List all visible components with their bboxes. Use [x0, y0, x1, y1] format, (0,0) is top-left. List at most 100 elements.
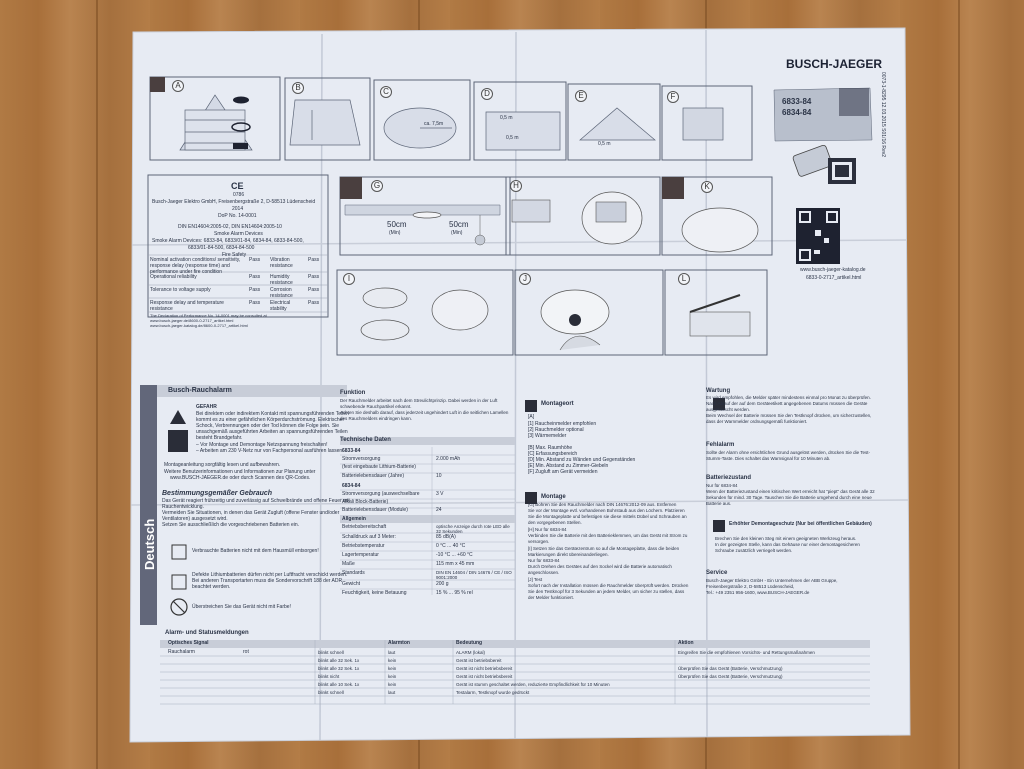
montageort-item: [B] Max. Raumhöhe — [528, 445, 573, 451]
alarm-table-cell: kein — [388, 674, 397, 679]
service-text: Tel.: +49 2351 956-1600, www.BUSCH-JAEGE… — [706, 590, 810, 595]
dop-cell: Response delay and temperature resistanc… — [150, 300, 224, 312]
tech-value: 15 % ... 95 % rel — [436, 590, 473, 596]
tech-key: Maße — [342, 561, 355, 567]
dop-cell: Pass — [308, 287, 320, 293]
montage-text: Sofort nach der Installation müssen die … — [528, 583, 689, 588]
montage-text: [J] Test — [528, 577, 543, 582]
dop-footer: www.busch-jaeger-katalog.de/8600-0-2717_… — [150, 323, 248, 328]
montageort-item: [F] Zugluft am Gerät vermeiden — [528, 469, 598, 475]
montage-text: Sie den Testknopf für 3 Sekunden an jede… — [528, 589, 685, 594]
alarm-table-cell: kein — [388, 666, 397, 671]
service-text: Freisenbergstraße 2, D-58513 Lüdenscheid… — [706, 584, 795, 589]
alarm-table-cell: Gerät ist betriebsbereit — [456, 658, 502, 663]
montage-title: Montage — [541, 494, 566, 500]
alarm-table-cell: Eingreifen Sie die empfohlenen Vorsichts… — [678, 650, 815, 655]
dop-footer: The Declaration of Performance No. 14-00… — [150, 313, 267, 318]
fehlalarm-title: Fehlalarm — [706, 442, 735, 448]
montage-text: Sie die Montageplatte und befestigen sie… — [528, 514, 687, 519]
warning-text: beachtet werden. — [192, 584, 231, 590]
montage-text: Markierungen direkt übereinanderliegen. — [528, 552, 609, 557]
tech-key: Standards — [342, 570, 365, 576]
demontage-text: Brechen Sie den kleinen Steg mit einem g… — [715, 536, 857, 541]
panel-label: E — [575, 90, 587, 102]
dop-cell: Operational reliability — [150, 274, 197, 280]
alarm-table-cell: blinkt nicht — [318, 674, 340, 679]
montage-text: Nur für 6833-84 — [528, 558, 560, 563]
dop-cell: Nominal activation conditions/ sensitivi… — [150, 257, 241, 275]
wartung-text: Es wird empfohlen, die Melder später min… — [706, 395, 871, 400]
declaration-code: 0786 — [233, 192, 245, 198]
montageort-item: [3] Wärmemelder — [528, 433, 567, 439]
dop-cell: Humidity resistance — [270, 274, 293, 286]
batterie-text: Nur für 6834-84 — [706, 483, 738, 488]
wartung-text: Beim Wechsel der Batterie müssen Sie den… — [706, 413, 872, 418]
usage-text: Ventilatoren) ausgesetzt wird. — [162, 516, 228, 522]
montage-text: der Melder funktioniert. — [528, 595, 575, 600]
tech-key: (fest eingebaute Lithium-Batterie) — [342, 464, 416, 470]
alarm-table-cell: blinkt alle 32 Sek. 1x — [318, 666, 360, 671]
warning-text: Überstreichen Sie das Gerät nicht mit Fa… — [192, 604, 291, 610]
declaration-line: Fire Safety — [222, 252, 247, 258]
batterie-text: Batterie aus. — [706, 501, 732, 506]
tech-value: 85 dB(A) — [436, 534, 456, 540]
dimension-label: 50cm — [387, 220, 407, 229]
alarm-table-cell: blinkt schnell — [318, 650, 344, 655]
tech-value: DIN EN 14604 / DIN 14676 / CE / ISO 9001… — [436, 570, 512, 581]
alarm-row-color: rot — [243, 649, 249, 655]
warning-text: Defekte Lithiumbatterien dürfen nicht pe… — [192, 572, 348, 578]
danger-text: Bei direktem oder indirektem Kontakt mit… — [196, 411, 349, 417]
tech-value: optische Anzeige durch rote LED alle 32 … — [436, 524, 510, 535]
alarm-table-header: Aktion — [678, 640, 694, 646]
wartung-text: dass der Warnmelder ordnungsgemäß funkti… — [706, 419, 808, 424]
dop-cell: Pass — [308, 257, 320, 263]
alarm-table-cell: Überprüfen Sie das Gerät (Batterie, Vers… — [678, 666, 783, 671]
dop-cell: Tolerance to voltage supply — [150, 287, 211, 293]
alarm-table-cell: laut — [388, 650, 396, 655]
panel-label: A — [172, 80, 184, 92]
language-tab: Deutsch — [142, 518, 157, 570]
declaration-line: 6833/01-84-500, 6834-84-500 — [188, 245, 255, 251]
danger-text: kommt es zu einer gefährlichen Körperdur… — [196, 417, 345, 423]
service-title: Service — [706, 570, 728, 576]
tech-value: 200 g — [436, 581, 449, 587]
dop-cell: Corrosion resistance — [270, 287, 293, 299]
demontage-title: Erhöhter Demontageschutz (Nur bei öffent… — [729, 521, 872, 527]
tech-value: 24 — [436, 507, 442, 513]
tech-value: 115 mm x 45 mm — [436, 561, 475, 567]
montageort-item: [1] Raucheinmelder empfohlen — [528, 421, 597, 427]
tech-value: 2.000 mAh — [436, 456, 461, 462]
alarm-table-cell: kein — [388, 658, 397, 663]
tech-key: Betriebstemperatur — [342, 543, 385, 549]
dop-cell: Pass — [308, 274, 320, 280]
tech-key: Batterielebensdauer (Module) — [342, 507, 408, 513]
alarm-table-title: Alarm- und Statusmeldungen — [165, 630, 249, 636]
alarm-table-cell: kein — [388, 682, 397, 687]
panel-label: H — [510, 180, 522, 192]
dop-cell: Pass — [249, 287, 261, 293]
panel-label: C — [380, 86, 392, 98]
function-text: des Rauchmelders eindringen kann. — [340, 416, 413, 421]
danger-title: GEFAHR — [196, 404, 217, 410]
montage-text: [I] Setzen Sie das Gerätezentrum so auf … — [528, 546, 680, 551]
usage-text: Vermeiden Sie Situationen, in denen das … — [162, 510, 340, 516]
plank-seam — [958, 0, 960, 769]
montageort-item: [E] Min. Abstand zu Zimmer-Giebeln — [528, 463, 609, 469]
panel-label: L — [678, 273, 690, 285]
declaration-line: 2014 — [232, 206, 244, 212]
bullet-item: Montageanleitung sorgfältig lesen und au… — [164, 462, 281, 468]
tech-key: Stromversorgung — [342, 456, 381, 462]
document-code: 0073-1-8295 12.03.2015 S01/16 Rev2 — [880, 72, 886, 158]
batterie-text: Wenn der Batteriezustand einen kritische… — [706, 489, 875, 494]
tech-group: 6834-84 — [342, 483, 361, 489]
tech-key: Lagertemperatur — [342, 552, 379, 558]
alarm-table-header: Bedeutung — [456, 640, 483, 646]
montageort-item: [D] Min. Abstand zu Wänden und Gegenstän… — [528, 457, 636, 463]
function-text: schwebende Rauchpartikel erkannt. — [340, 404, 412, 409]
tech-key: Batterielebensdauer (Jahre) — [342, 473, 404, 479]
dimension-label: 0,5 m — [598, 141, 611, 147]
alarm-table-cell: ALARM (lokal) — [456, 650, 486, 655]
alarm-table-header: Optisches Signal — [168, 640, 209, 646]
montageort-title: Montageort — [541, 401, 574, 407]
